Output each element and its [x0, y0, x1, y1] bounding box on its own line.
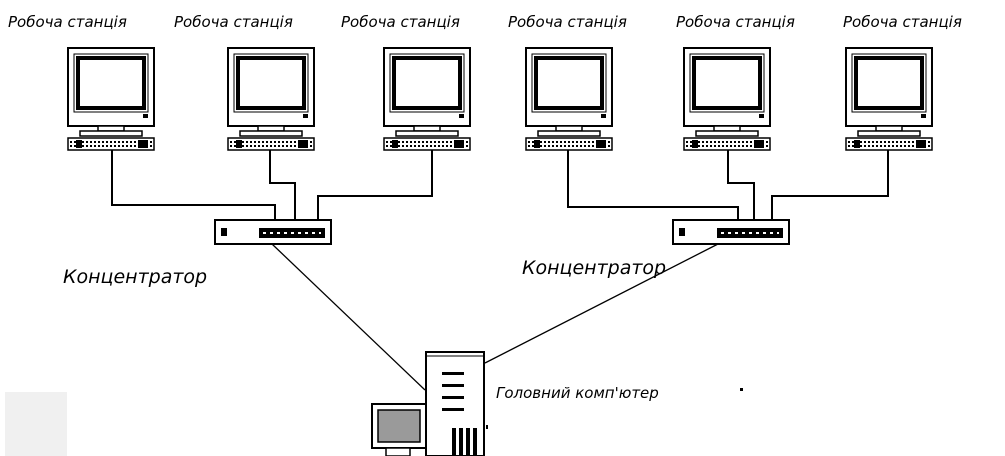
workstation-4 [524, 46, 614, 152]
wires-right-hub [567, 150, 889, 222]
workstation-label-1: Робоча станція [8, 13, 127, 31]
workstation-1 [66, 46, 156, 152]
workstation-2 [226, 46, 316, 152]
hub-left [214, 219, 332, 245]
server-label: Головний комп'ютер [496, 384, 659, 402]
workstation-label-2: Робоча станція [174, 13, 293, 31]
hub-right [672, 219, 790, 245]
hub-label-right: Концентратор [522, 257, 666, 279]
background-patch [5, 392, 67, 456]
stray-dot-1 [740, 388, 743, 391]
link-right-hub-server [484, 243, 719, 364]
workstation-6 [844, 46, 934, 152]
link-left-hub-server [271, 243, 426, 391]
workstation-label-4: Робоча станція [508, 13, 627, 31]
stray-dot-2 [486, 425, 488, 429]
hub-label-left: Концентратор [63, 266, 207, 288]
workstation-3 [382, 46, 472, 152]
main-server [371, 351, 485, 456]
wires-left-hub [111, 150, 433, 222]
workstation-label-6: Робоча станція [843, 13, 962, 31]
workstation-label-3: Робоча станція [341, 13, 460, 31]
workstation-label-5: Робоча станція [676, 13, 795, 31]
workstation-5 [682, 46, 772, 152]
